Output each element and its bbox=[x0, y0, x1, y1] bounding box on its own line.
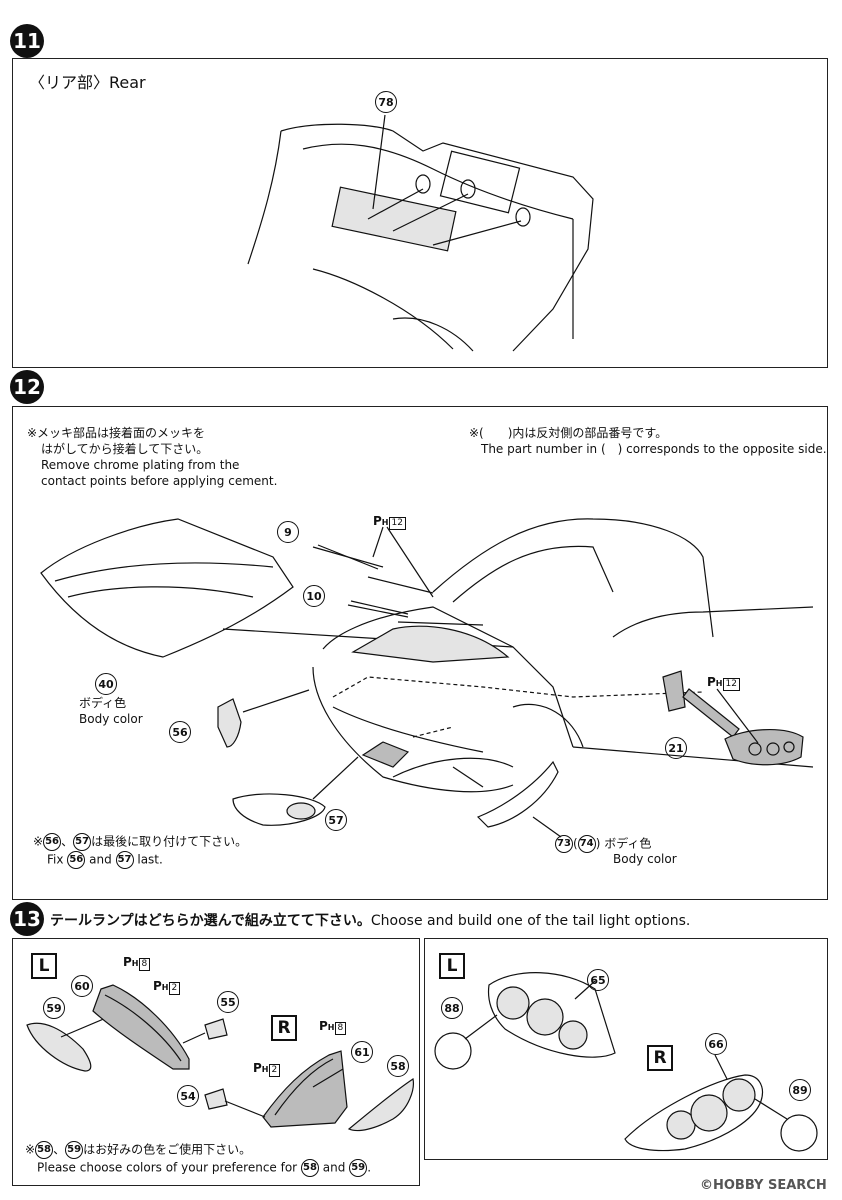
ph-letter: P bbox=[319, 1019, 328, 1033]
step-13-title-en: Choose and build one of the tail light o… bbox=[370, 913, 691, 929]
part-73-color-en: Body color bbox=[613, 852, 677, 866]
opposite-note-jp: ※( )内は反対側の部品番号です。 bbox=[469, 426, 668, 440]
part-57-callout: 57 bbox=[325, 809, 347, 831]
ph-sub: H bbox=[261, 1065, 269, 1074]
ph-sub: H bbox=[131, 959, 139, 968]
step-13-title: テールランプはどちらか選んで組み立てて下さい。Choose and build … bbox=[50, 910, 690, 930]
color-note-en-post: . bbox=[367, 1160, 372, 1175]
part-54-callout: 54 bbox=[177, 1085, 199, 1107]
chrome-note-en-2: contact points before applying cement. bbox=[41, 474, 278, 488]
part-40-callout: 40 bbox=[95, 673, 117, 695]
part-88-callout: 88 bbox=[441, 997, 463, 1019]
part-40-color-en: Body color bbox=[79, 712, 143, 726]
opposite-note-en: The part number in ( ) corresponds to th… bbox=[481, 442, 827, 456]
fix-note-en-post: last. bbox=[137, 852, 163, 867]
ph-letter: P bbox=[707, 675, 716, 689]
step-11-number: 11 bbox=[10, 24, 44, 58]
ph-sub: H bbox=[381, 518, 389, 527]
fix-note-en-mid: and bbox=[89, 852, 112, 867]
part-10-callout: 10 bbox=[303, 585, 325, 607]
rear-bumper-drawing bbox=[247, 114, 594, 352]
part-60-callout: 60 bbox=[71, 975, 93, 997]
part-21-callout: 21 bbox=[665, 737, 687, 759]
step-11-heading: 〈リア部〉Rear bbox=[29, 73, 146, 92]
tail-light-led-drawing bbox=[26, 984, 414, 1132]
part-40-color-jp: ボディ色 bbox=[79, 696, 127, 710]
part-56-num: 56 bbox=[43, 833, 62, 851]
part-56-callout: 56 bbox=[169, 721, 191, 743]
fix-note-jp-pre: ※ bbox=[33, 834, 44, 849]
step-13-title-jp: テールランプはどちらか選んで組み立てて下さい。 bbox=[50, 913, 371, 929]
part-74-num: 74 bbox=[577, 835, 596, 853]
part-73-num: 73 bbox=[555, 835, 573, 853]
part-58-num: 58 bbox=[300, 1159, 319, 1177]
color-note-jp-mid: 、 bbox=[53, 1142, 66, 1157]
part-59-callout: 59 bbox=[43, 997, 65, 1019]
ph-number: 8 bbox=[334, 1022, 347, 1035]
part-58-callout: 58 bbox=[387, 1055, 409, 1077]
part-59-num: 59 bbox=[65, 1141, 84, 1159]
part-57-num: 57 bbox=[115, 851, 134, 869]
right-option-L: L bbox=[439, 953, 465, 979]
ph-sub: H bbox=[161, 983, 169, 992]
color-note-en-pre: Please choose colors of your preference … bbox=[37, 1160, 298, 1175]
color-note-en-mid: and bbox=[322, 1160, 346, 1175]
part-57-num: 57 bbox=[73, 833, 92, 851]
chrome-note-en-1: Remove chrome plating from the bbox=[41, 458, 240, 472]
watermark: ©HOBBY SEARCH bbox=[700, 1178, 827, 1193]
tail-light-round-drawing bbox=[434, 972, 818, 1152]
part-58-num: 58 bbox=[35, 1141, 54, 1159]
left-option-L: L bbox=[31, 953, 57, 979]
part-66-callout: 66 bbox=[705, 1033, 727, 1055]
ph-letter: P bbox=[123, 955, 132, 969]
front-assembly-drawing bbox=[40, 518, 814, 838]
part-56-num: 56 bbox=[67, 851, 86, 869]
part-73-color-jp: ボディ色 bbox=[604, 836, 652, 851]
chrome-note-jp-1: ※メッキ部品は接着面のメッキを bbox=[27, 426, 206, 440]
ph-number: 8 bbox=[138, 958, 151, 971]
ph-sub: H bbox=[327, 1023, 335, 1032]
left-option-R: R bbox=[271, 1015, 297, 1041]
step-12-number: 12 bbox=[10, 370, 44, 404]
ph-letter: P bbox=[253, 1061, 262, 1075]
chrome-note-jp-2: はがしてから接着して下さい。 bbox=[41, 442, 209, 456]
color-note-en: Please choose colors of your preference … bbox=[37, 1159, 371, 1177]
step-12-panel: ※メッキ部品は接着面のメッキを はがしてから接着して下さい。 Remove ch… bbox=[12, 406, 828, 900]
part-73-74-label: 73(74) ボディ色 bbox=[555, 835, 651, 853]
color-note-jp-pre: ※ bbox=[25, 1142, 36, 1157]
ph-number: 2 bbox=[168, 982, 181, 995]
part-65-callout: 65 bbox=[587, 969, 609, 991]
fix-note-jp-post: は最後に取り付けて下さい。 bbox=[91, 834, 248, 849]
ph-letter: P bbox=[373, 514, 382, 528]
step-13-number: 13 bbox=[10, 902, 44, 936]
part-78-callout: 78 bbox=[375, 91, 397, 113]
ph-number: 2 bbox=[268, 1064, 281, 1077]
ph-number: 12 bbox=[722, 678, 740, 691]
step-13-right-panel: L R 88 65 66 89 bbox=[424, 938, 828, 1160]
ph-letter: P bbox=[153, 979, 162, 993]
fix-note-en-pre: Fix bbox=[47, 852, 64, 867]
color-note-jp-post: はお好みの色をご使用下さい。 bbox=[83, 1142, 252, 1157]
part-55-callout: 55 bbox=[217, 991, 239, 1013]
part-59-num: 59 bbox=[349, 1159, 368, 1177]
ph-sub: H bbox=[715, 679, 723, 688]
fix-note-jp-mid: 、 bbox=[61, 834, 74, 849]
right-option-R: R bbox=[647, 1045, 673, 1071]
ph-number: 12 bbox=[388, 517, 406, 530]
step-11-panel: 〈リア部〉Rear 78 bbox=[12, 58, 828, 368]
fix-note-en: Fix 56 and 57 last. bbox=[47, 851, 163, 869]
part-89-callout: 89 bbox=[789, 1079, 811, 1101]
part-9-callout: 9 bbox=[277, 521, 299, 543]
part-61-callout: 61 bbox=[351, 1041, 373, 1063]
